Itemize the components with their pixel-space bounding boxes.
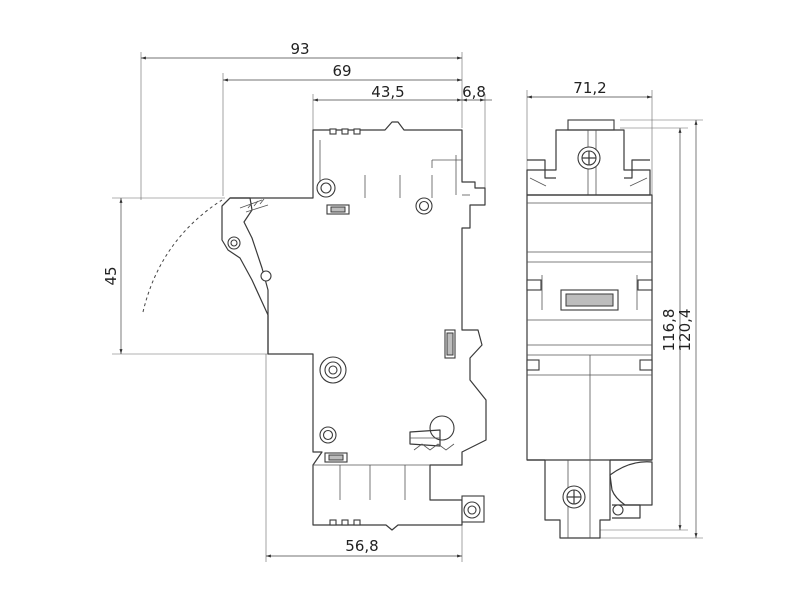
- side-screw-lower: [319, 356, 347, 384]
- dimension-6-8-label: 6,8: [462, 83, 486, 101]
- side-view: 93 69 43,5 6,8 45: [102, 40, 492, 562]
- upper-internal-lines: [319, 140, 470, 198]
- dimension-120-4: 120,4: [590, 119, 703, 539]
- side-latch: [409, 415, 455, 447]
- dimension-69: 69: [222, 62, 462, 196]
- side-body-outline: [221, 121, 487, 531]
- front-top-screw-icon: [577, 146, 601, 170]
- side-lower-window-fill: [328, 454, 344, 461]
- side-lever: [221, 197, 272, 354]
- lower-internal-lines: [313, 443, 455, 500]
- dimension-116-8: 116,8: [600, 127, 688, 531]
- front-bottom-terminal: [527, 459, 653, 539]
- dimension-45: 45: [102, 197, 268, 355]
- side-hole-lower-inner: [322, 429, 334, 441]
- dimension-116-8-label: 116,8: [660, 309, 678, 352]
- lever-swing-arc: [142, 199, 223, 313]
- bottom-slots: [329, 519, 361, 526]
- dimension-93-label: 93: [290, 40, 309, 58]
- front-window: [560, 289, 619, 311]
- dimension-120-4-label: 120,4: [676, 309, 694, 352]
- dimension-43-5-label: 43,5: [371, 83, 404, 101]
- dimension-56-8-label: 56,8: [345, 537, 378, 555]
- dimension-71-2-label: 71,2: [573, 79, 606, 97]
- front-bottom-screw-icon: [562, 485, 586, 509]
- front-housing: [526, 194, 653, 461]
- side-bottom-terminal: [461, 495, 485, 523]
- side-clip-fill: [446, 332, 454, 356]
- dimension-43-5: 43,5: [312, 83, 486, 200]
- side-indicator-fill: [330, 206, 346, 213]
- dimension-45-label: 45: [102, 266, 120, 285]
- dimension-69-label: 69: [332, 62, 351, 80]
- side-screw-upper: [316, 178, 336, 198]
- front-side-notches: [526, 279, 653, 371]
- top-slots: [329, 128, 361, 135]
- dimension-93: 93: [140, 40, 463, 200]
- dimension-56-8: 56,8: [265, 354, 463, 562]
- front-view: 71,2 116,8 120,4: [526, 79, 703, 539]
- side-screw-right: [415, 197, 433, 215]
- dimension-6-8: 6,8: [462, 83, 492, 102]
